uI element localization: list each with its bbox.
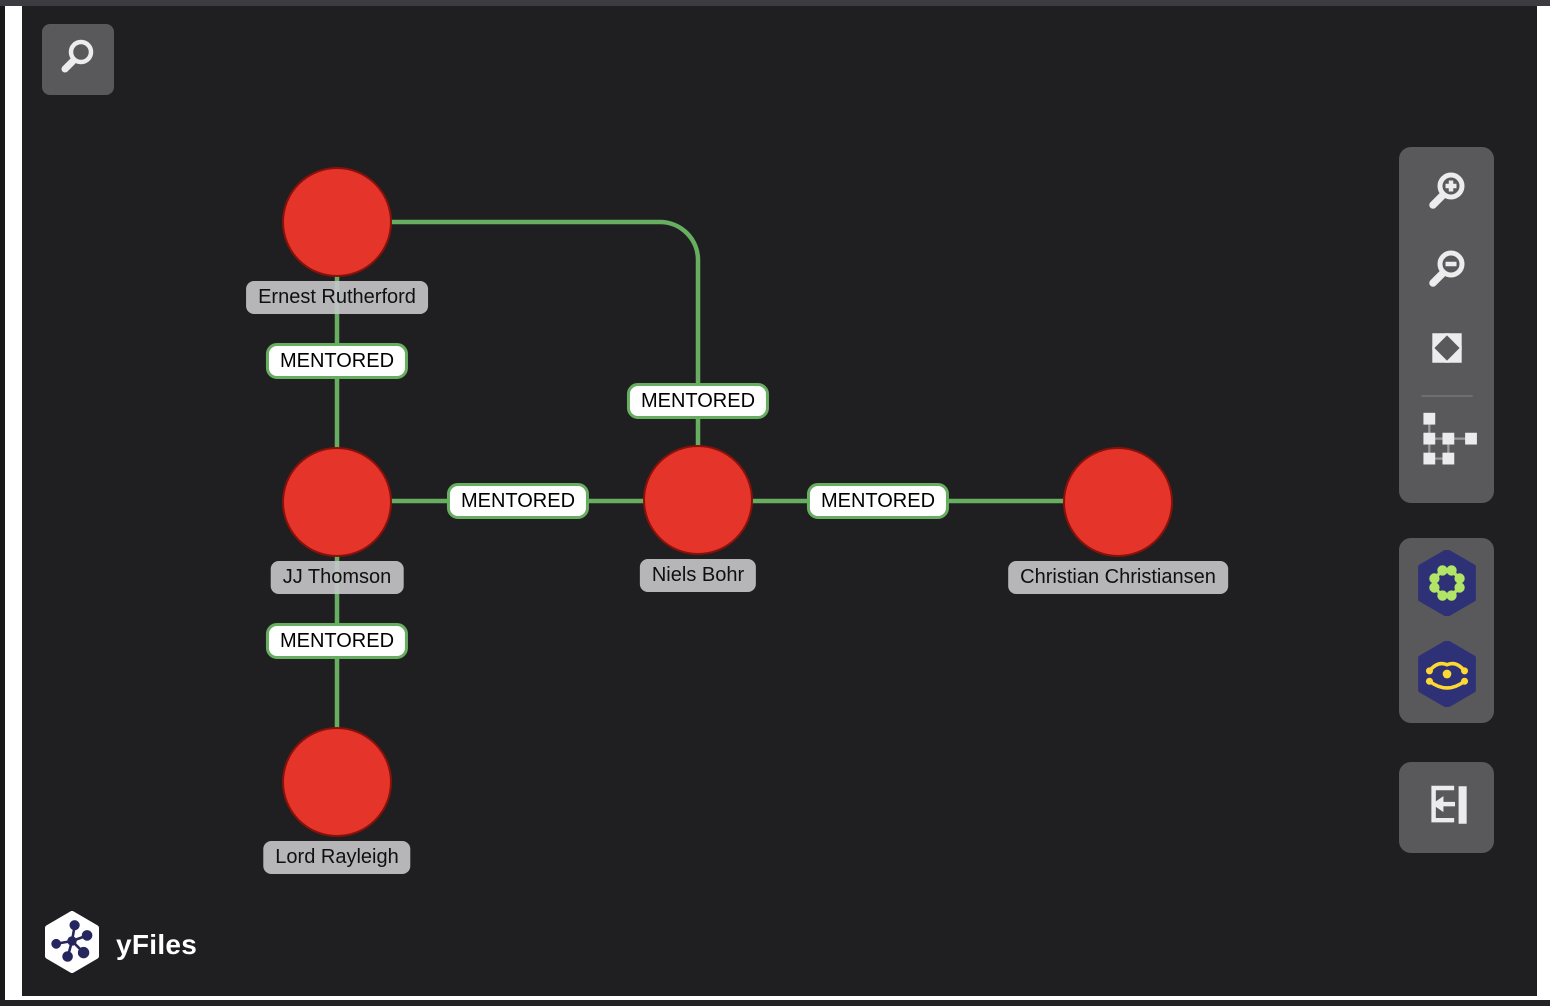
organic-layout-button[interactable] [1399,541,1494,629]
node-christian-christiansen[interactable] [1063,447,1173,557]
edge-label-jj-thomson-lord-rayleigh[interactable]: MENTORED [265,623,409,659]
bottom-edge-strip [0,1000,1550,1006]
edge-ernest-rutherford-niels-bohr[interactable] [391,219,701,446]
circular-layout-button[interactable] [1399,632,1494,720]
exit-sidebar-button[interactable] [1399,762,1494,853]
view-toolbar [1399,147,1494,503]
search-button[interactable] [42,24,114,95]
circular-layout-icon [1416,639,1478,712]
edge-label-jj-thomson-niels-bohr[interactable]: MENTORED [446,483,590,519]
hierarchic-layout-button[interactable] [1399,403,1494,481]
node-label-ernest-rutherford[interactable]: Ernest Rutherford [246,281,428,314]
node-label-jj-thomson[interactable]: JJ Thomson [270,561,404,594]
organic-layout-icon [1416,548,1478,621]
edge-label-ernest-rutherford-niels-bohr[interactable]: MENTORED [626,383,770,419]
edge-label-niels-bohr-christian-christiansen[interactable]: MENTORED [806,483,950,519]
node-ernest-rutherford[interactable] [282,167,392,277]
layout-toolbar [1399,538,1494,723]
zoom-in-icon [1424,169,1470,220]
exit-sidebar-icon [1422,780,1472,835]
fit-content-icon [1426,327,1468,374]
search-icon [57,36,99,83]
node-jj-thomson[interactable] [282,447,392,557]
node-label-niels-bohr[interactable]: Niels Bohr [639,559,757,592]
node-label-christian-christiansen[interactable]: Christian Christiansen [1008,561,1228,594]
node-label-lord-rayleigh[interactable]: Lord Rayleigh [263,841,411,874]
zoom-in-button[interactable] [1399,155,1494,233]
yfiles-logo-icon [42,911,102,978]
node-niels-bohr[interactable] [643,445,753,555]
brand-name: yFiles [116,928,198,960]
fit-content-button[interactable] [1399,311,1494,389]
toolbar-divider [1420,395,1473,397]
edge-label-ernest-rutherford-jj-thomson[interactable]: MENTORED [265,343,409,379]
zoom-out-button[interactable] [1399,233,1494,311]
left-edge-strip [0,6,5,1000]
window-chrome-strip [0,0,1550,6]
zoom-out-icon [1424,247,1470,298]
hierarchic-layout-icon [1414,411,1480,474]
brand[interactable]: yFiles [42,911,197,978]
node-lord-rayleigh[interactable] [282,727,392,837]
